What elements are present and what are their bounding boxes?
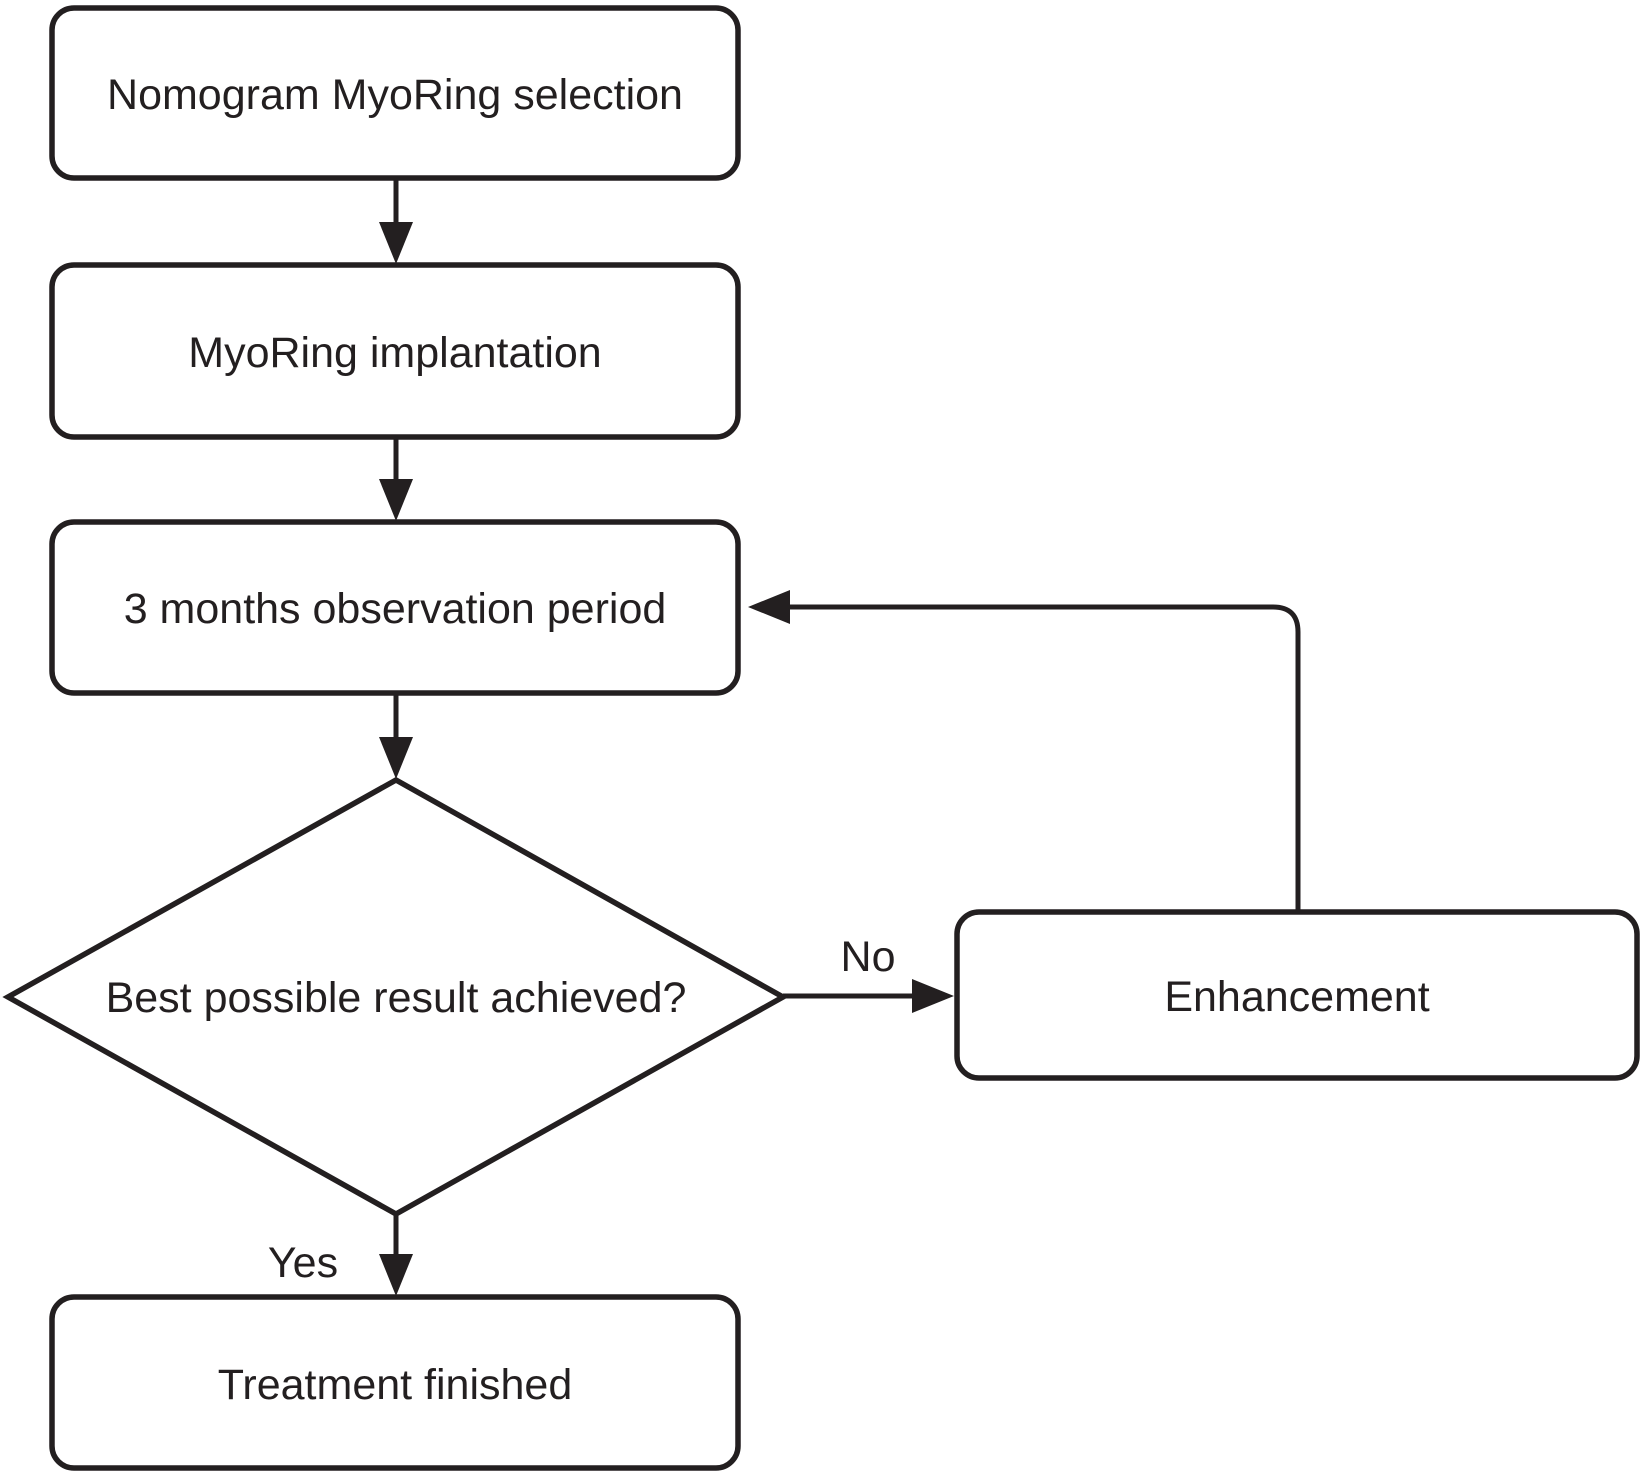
node-observation-label: 3 months observation period bbox=[124, 585, 667, 633]
node-decision: Best possible result achieved? bbox=[2, 776, 789, 1218]
node-nomogram-box bbox=[49, 5, 741, 181]
edge-enhancement-to-observation bbox=[748, 590, 1301, 912]
edge-decision-to-enhancement: No bbox=[783, 933, 954, 1013]
node-finished-box bbox=[49, 1294, 741, 1471]
edge-label-no: No bbox=[841, 933, 896, 981]
edge-observation-to-decision bbox=[379, 693, 413, 779]
arrowhead-left-icon bbox=[748, 590, 790, 624]
arrowhead-down-icon bbox=[379, 479, 413, 521]
node-implantation-box bbox=[49, 262, 741, 440]
node-enhancement-box bbox=[954, 909, 1640, 1081]
node-nomogram-label: Nomogram MyoRing selection bbox=[107, 71, 683, 119]
arrowhead-down-icon bbox=[379, 737, 413, 779]
node-implantation-label: MyoRing implantation bbox=[188, 329, 601, 377]
node-implantation: MyoRing implantation bbox=[49, 262, 741, 440]
edge-implantation-to-observation bbox=[379, 437, 413, 521]
node-observation: 3 months observation period bbox=[49, 519, 741, 696]
node-finished: Treatment finished bbox=[49, 1294, 741, 1471]
node-finished-label: Treatment finished bbox=[218, 1361, 573, 1409]
node-decision-label: Best possible result achieved? bbox=[106, 974, 687, 1022]
arrowhead-right-icon bbox=[912, 979, 954, 1013]
edge-decision-to-finished: Yes bbox=[268, 1212, 413, 1296]
node-enhancement: Enhancement bbox=[954, 909, 1640, 1081]
edge-line-feedback-loop bbox=[790, 604, 1301, 912]
node-nomogram: Nomogram MyoRing selection bbox=[49, 5, 741, 181]
edge-nomogram-to-implantation bbox=[379, 178, 413, 264]
node-observation-box bbox=[49, 519, 741, 696]
arrowhead-down-icon bbox=[379, 222, 413, 264]
node-decision-diamond bbox=[2, 776, 789, 1218]
arrowhead-down-icon bbox=[379, 1254, 413, 1296]
node-enhancement-label: Enhancement bbox=[1164, 973, 1429, 1021]
edge-label-yes: Yes bbox=[268, 1239, 338, 1287]
